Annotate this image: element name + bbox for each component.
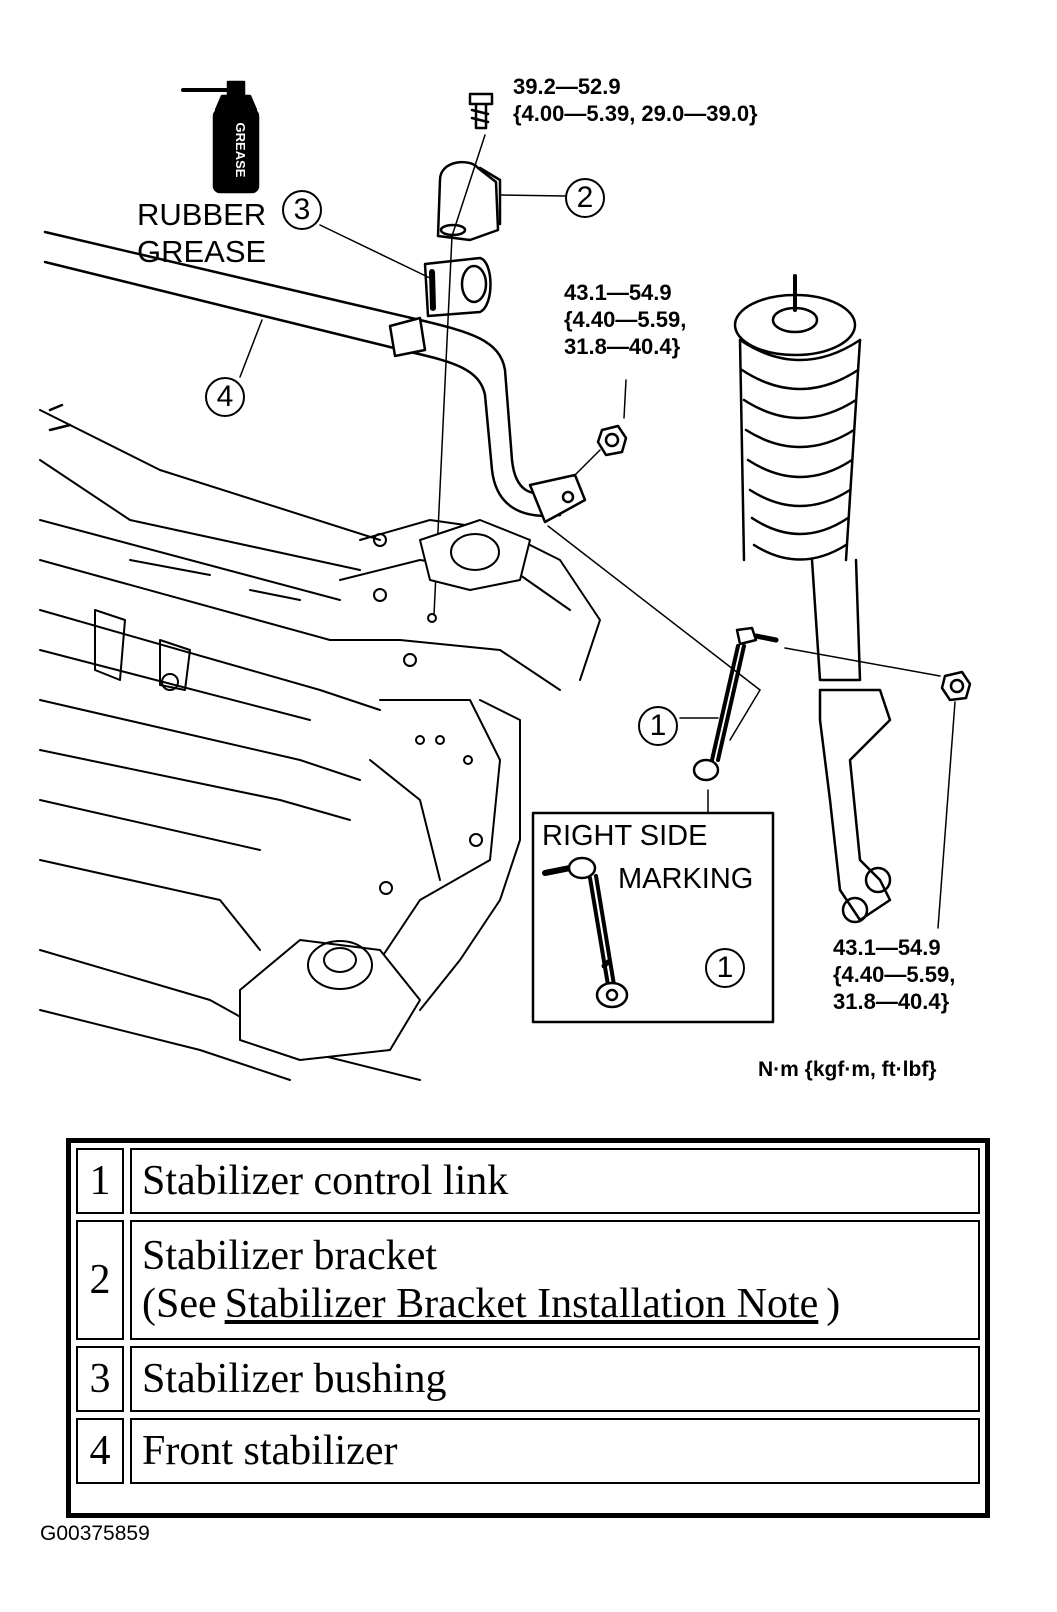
grease-can-label: GREASE xyxy=(233,123,248,178)
bracket-bolt xyxy=(468,92,494,130)
diagram-artwork: GREASE xyxy=(39,80,972,1081)
legend-row: 4 Front stabilizer xyxy=(76,1418,980,1484)
bracket-bolt-torque: 39.2—52.9 {4.00—5.39, 29.0—39.0} xyxy=(513,74,758,126)
lower-link-nut xyxy=(940,670,972,702)
strut-assembly xyxy=(733,274,892,924)
right-side-inset xyxy=(531,811,775,1024)
legend-num: 1 xyxy=(76,1148,124,1214)
legend-desc-text: Stabilizer bracket xyxy=(142,1233,438,1279)
legend-row: 2 Stabilizer bracket (See Stabilizer Bra… xyxy=(76,1220,980,1340)
torque-units-label: N·m {kgf·m, ft·lbf} xyxy=(758,1058,937,1081)
parts-legend-table: 1 Stabilizer control link 2 Stabilizer b… xyxy=(66,1138,990,1518)
legend-desc-text: Front stabilizer xyxy=(142,1428,398,1474)
upper-link-nut-torque: 43.1—54.9 {4.40—5.59, 31.8—40.4} xyxy=(564,280,687,359)
callout-3-bushing: 3 xyxy=(282,190,322,230)
legend-desc: Stabilizer bracket (See Stabilizer Brack… xyxy=(130,1220,980,1340)
legend-desc: Stabilizer bushing xyxy=(130,1346,980,1412)
callout-4-stabilizer: 4 xyxy=(205,377,245,417)
legend-desc-text: Stabilizer control link xyxy=(142,1158,509,1204)
lower-link-nut-torque: 43.1—54.9 {4.40—5.59, 31.8—40.4} xyxy=(833,935,956,1014)
legend-row: 3 Stabilizer bushing xyxy=(76,1346,980,1412)
note-suffix: ) xyxy=(826,1281,841,1327)
upper-link-nut xyxy=(596,424,628,457)
note-prefix: (See xyxy=(142,1281,217,1327)
stabilizer-bracket xyxy=(436,160,502,242)
stabilizer-control-link xyxy=(692,626,779,782)
legend-num: 2 xyxy=(76,1220,124,1340)
marking-label: MARKING xyxy=(618,863,754,895)
callout-1-link-inset: 1 xyxy=(705,948,745,988)
stabilizer-bushing xyxy=(423,256,492,318)
front-stabilizer-bar xyxy=(43,230,587,524)
figure-code: G00375859 xyxy=(40,1522,150,1545)
rubber-grease-label: RUBBER GREASE xyxy=(137,197,267,270)
grease-can-icon: GREASE xyxy=(181,80,260,194)
legend-desc: Stabilizer control link xyxy=(130,1148,980,1214)
front-subframe xyxy=(39,409,601,1081)
legend-row: 1 Stabilizer control link xyxy=(76,1148,980,1214)
legend-desc-text: Stabilizer bushing xyxy=(142,1356,447,1402)
installation-note-line: (See Stabilizer Bracket Installation Not… xyxy=(142,1280,968,1328)
callout-2-bracket: 2 xyxy=(565,178,605,218)
legend-num: 4 xyxy=(76,1418,124,1484)
installation-note-link[interactable]: Stabilizer Bracket Installation Note xyxy=(224,1281,819,1327)
legend-num: 3 xyxy=(76,1346,124,1412)
legend-desc: Front stabilizer xyxy=(130,1418,980,1484)
right-side-label: RIGHT SIDE xyxy=(542,820,708,852)
callout-1-link: 1 xyxy=(638,706,678,746)
exploded-diagram: GREASE xyxy=(39,74,972,1081)
